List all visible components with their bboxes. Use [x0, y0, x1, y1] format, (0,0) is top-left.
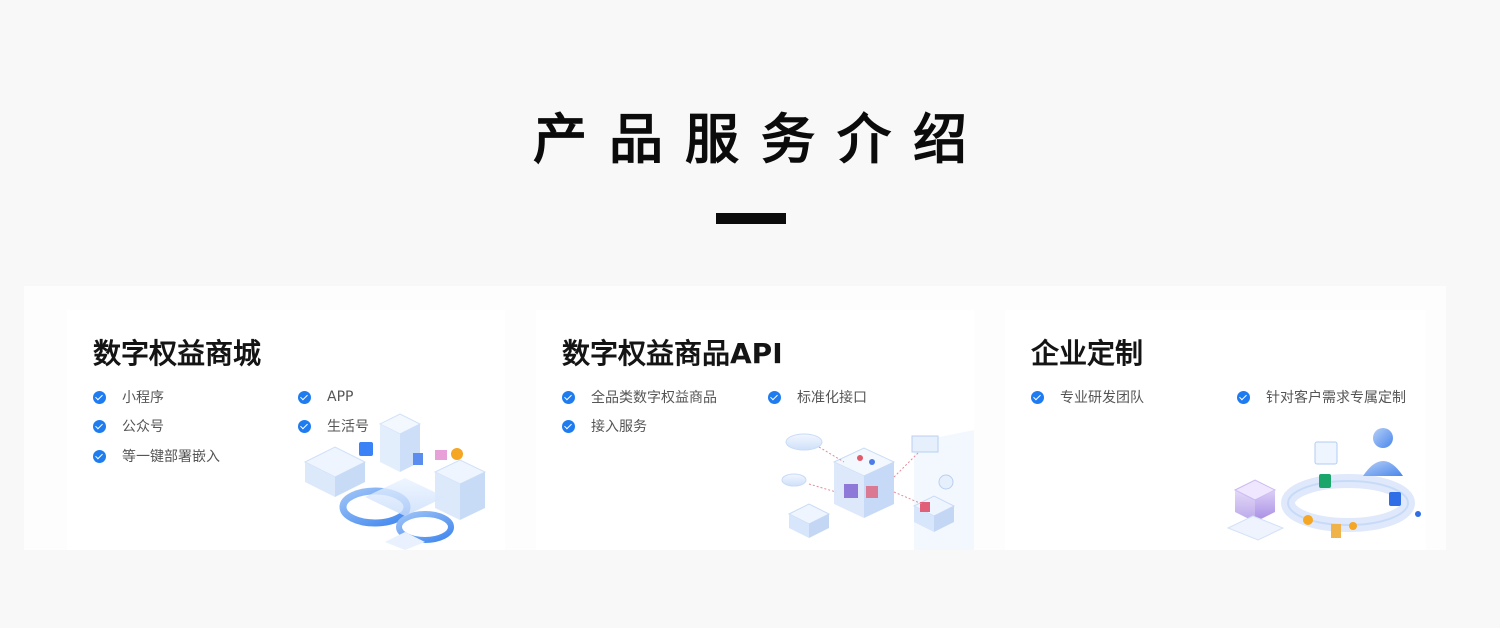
check-circle-icon [562, 419, 575, 433]
card-title: 企业定制 [1031, 337, 1144, 370]
section-title: 产品服务介绍 [533, 108, 989, 171]
title-underline [716, 213, 786, 224]
feature-label: 公众号 [122, 419, 164, 435]
feature-item: 小程序 [93, 387, 164, 407]
feature-item: APP [298, 387, 353, 407]
feature-label: 全品类数字权益商品 [591, 390, 717, 406]
isometric-api-illustration [781, 430, 974, 550]
feature-item: 公众号 [93, 416, 164, 436]
check-circle-icon [298, 390, 311, 404]
feature-label: 生活号 [327, 419, 369, 435]
feature-item: 全品类数字权益商品 [562, 387, 717, 407]
card-title: 数字权益商品API [562, 337, 783, 370]
check-circle-icon [562, 390, 575, 404]
check-circle-icon [93, 449, 106, 463]
check-circle-icon [298, 419, 311, 433]
feature-item: 专业研发团队 [1031, 387, 1144, 407]
feature-label: 小程序 [122, 390, 164, 406]
feature-item: 标准化接口 [768, 387, 867, 407]
check-circle-icon [1031, 390, 1044, 404]
feature-label: 接入服务 [591, 419, 647, 435]
check-circle-icon [1237, 390, 1250, 404]
card-title: 数字权益商城 [93, 337, 262, 370]
feature-label: 标准化接口 [797, 390, 867, 406]
feature-label: 等一键部署嵌入 [122, 449, 220, 465]
isometric-custom-illustration [1226, 428, 1421, 541]
feature-label: APP [327, 389, 354, 405]
check-circle-icon [768, 390, 781, 404]
isometric-mall-illustration [303, 413, 487, 550]
feature-item: 接入服务 [562, 416, 647, 436]
feature-label: 针对客户需求专属定制 [1266, 390, 1406, 406]
feature-item: 等一键部署嵌入 [93, 446, 220, 466]
check-circle-icon [93, 419, 106, 433]
check-circle-icon [93, 390, 106, 404]
card-digital-rights-mall[interactable]: 数字权益商城 小程序 APP 公众号 生活号 等一键部署嵌入 [67, 310, 505, 550]
feature-label: 专业研发团队 [1060, 390, 1144, 406]
card-digital-rights-api[interactable]: 数字权益商品API 全品类数字权益商品 标准化接口 接入服务 [536, 310, 974, 550]
card-enterprise-custom[interactable]: 企业定制 专业研发团队 针对客户需求专属定制 [1005, 310, 1426, 550]
feature-item: 生活号 [298, 416, 369, 436]
feature-item: 针对客户需求专属定制 [1237, 387, 1406, 407]
